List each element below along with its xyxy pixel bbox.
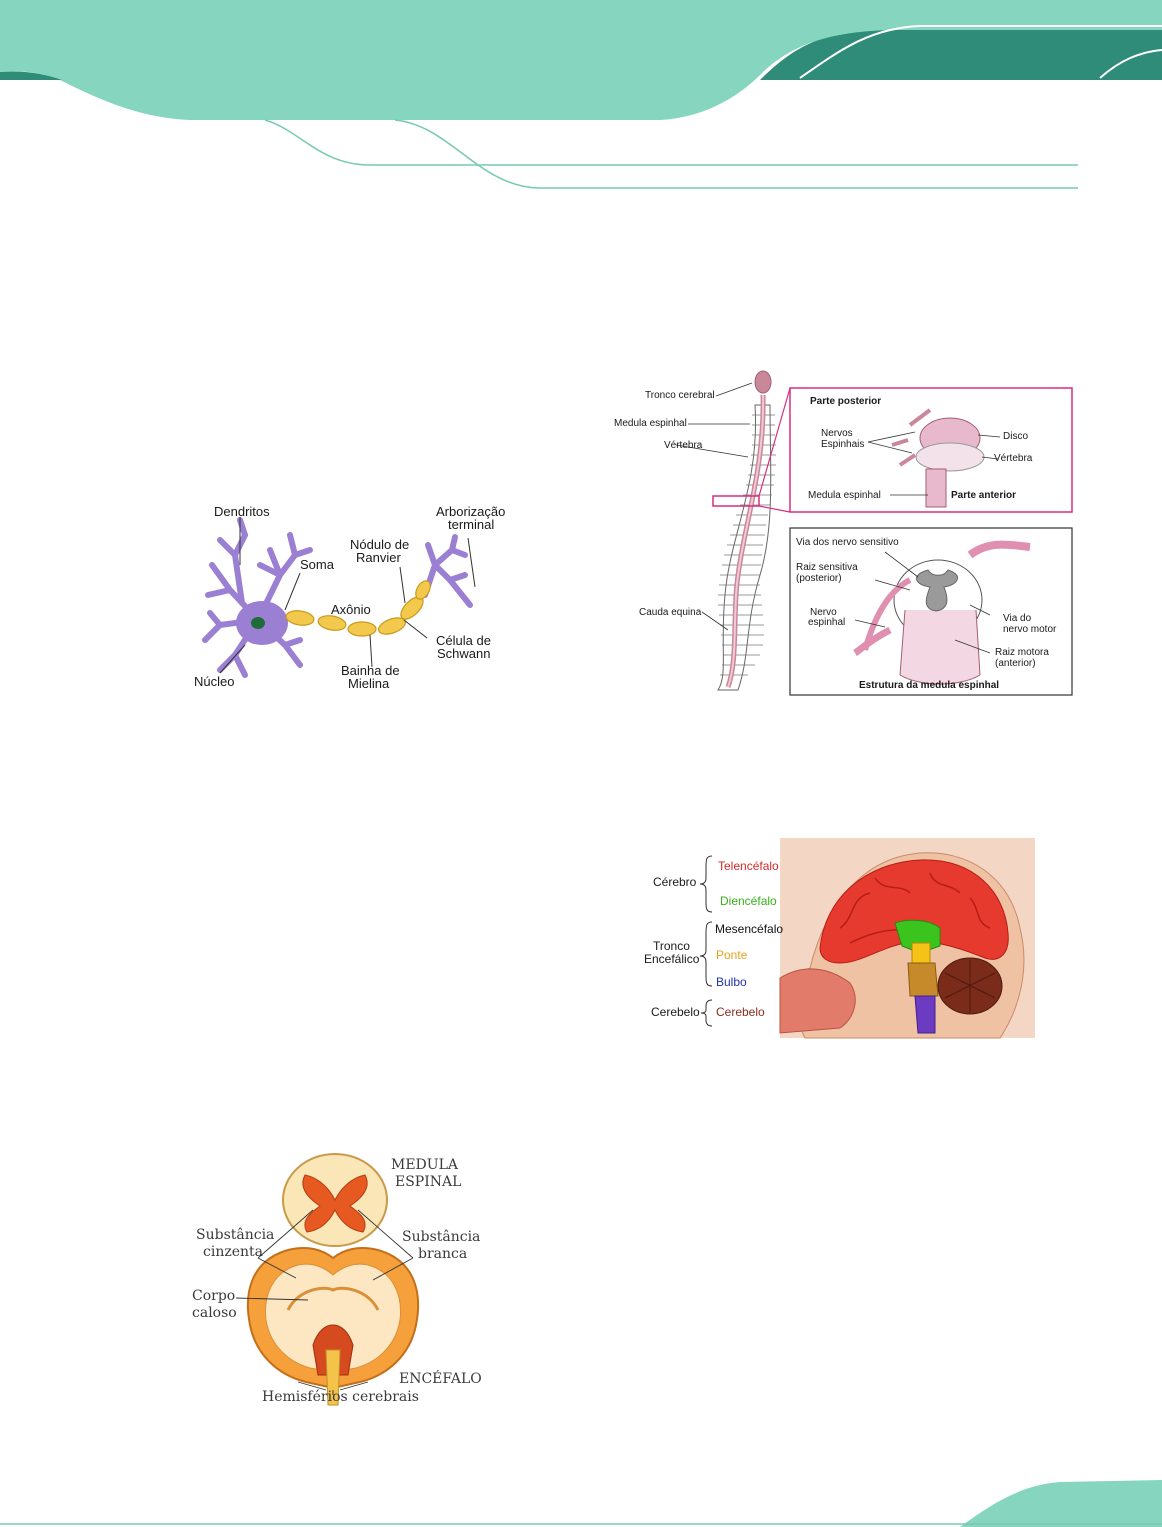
label-disco: Disco: [1003, 431, 1029, 442]
footer-decoration: [0, 1480, 1162, 1527]
label-nervo: Nervo: [810, 607, 837, 618]
label-estrutura-medula: Estrutura da medula espinhal: [859, 680, 1000, 691]
cns-drawing: [235, 1153, 420, 1406]
label-espinhais: Espinhais: [821, 439, 865, 450]
label-encefalico: Encefálico: [644, 952, 700, 966]
label-arborizacao: Arborização: [436, 504, 506, 519]
label-axonio: Axônio: [331, 602, 371, 617]
label-nucleo: Núcleo: [194, 674, 235, 689]
header-banner: [0, 0, 1162, 189]
label-parte-posterior: Parte posterior: [810, 396, 882, 407]
label-parte-anterior: Parte anterior: [951, 490, 1017, 501]
label-bainha: Bainha de: [341, 663, 400, 678]
label-raiz-motora: Raiz motora: [995, 647, 1049, 658]
label-nervo-motor: nervo motor: [1003, 624, 1057, 635]
label-cauda-equina: Cauda equina: [639, 607, 702, 618]
label-celula: Célula de: [436, 633, 491, 648]
spine-diagram: Tronco cerebral Medula espinhal Vértebra…: [610, 365, 1080, 700]
label-substancia-branca: Substância: [402, 1229, 481, 1245]
label-tronco: Tronco: [653, 939, 690, 953]
label-telencefalo: Telencéfalo: [718, 859, 779, 873]
label-encefalo: ENCÉFALO: [399, 1371, 482, 1387]
label-soma: Soma: [300, 557, 334, 572]
label-medula-espinhal: Medula espinhal: [614, 418, 687, 429]
label-caloso: caloso: [192, 1305, 237, 1321]
label-via-sensitivo: Via dos nervo sensitivo: [796, 537, 899, 548]
label-dendritos: Dendritos: [214, 504, 270, 519]
label-tronco-cerebral: Tronco cerebral: [645, 390, 715, 401]
label-substancia-cinzenta: Substância: [196, 1227, 275, 1243]
label-diencefalo: Diencéfalo: [720, 894, 777, 908]
brain-braces: [699, 855, 713, 1027]
label-espinal: ESPINAL: [395, 1174, 462, 1190]
label-mielina: Mielina: [348, 676, 390, 691]
label-espinhal: espinhal: [808, 617, 846, 628]
label-nodulo: Nódulo de: [350, 537, 410, 552]
label-vertebra: Vértebra: [664, 440, 703, 451]
label-hemisferios: Hemisférios cerebrais: [262, 1389, 419, 1405]
label-branca: branca: [418, 1246, 468, 1262]
brain-sagittal-diagram: Cérebro Tronco Encefálico Cerebelo Telen…: [640, 838, 1035, 1043]
label-mesencefalo: Mesencéfalo: [715, 922, 784, 936]
label-medula-box: Medula espinhal: [808, 490, 881, 501]
brain-drawing: [779, 838, 1035, 1039]
spine-drawing: [675, 370, 1073, 696]
label-posterior: (posterior): [796, 573, 842, 584]
neuron-diagram: Dendritos Arborização terminal Nódulo de…: [190, 495, 530, 700]
label-ponte: Ponte: [716, 948, 748, 962]
label-cerebelo-group: Cerebelo: [651, 1005, 700, 1019]
neuron-drawing: [202, 517, 476, 678]
label-corpo: Corpo: [192, 1288, 236, 1304]
label-via-do: Via do: [1003, 613, 1032, 624]
label-vertebra-box: Vértebra: [994, 453, 1033, 464]
label-terminal: terminal: [448, 517, 495, 532]
label-cerebelo: Cerebelo: [716, 1005, 765, 1019]
label-schwann: Schwann: [437, 646, 491, 661]
label-ranvier: Ranvier: [356, 550, 401, 565]
label-cinzenta: cinzenta: [203, 1244, 263, 1260]
label-raiz-sensitiva: Raiz sensitiva: [796, 562, 858, 573]
label-anterior: (anterior): [995, 658, 1036, 669]
label-nervos: Nervos: [821, 428, 853, 439]
label-bulbo: Bulbo: [716, 975, 747, 989]
label-cerebro: Cérebro: [653, 875, 697, 889]
label-medula: MEDULA: [391, 1157, 458, 1173]
cns-diagram: MEDULA ESPINAL Substância cinzenta Subst…: [188, 1150, 482, 1415]
